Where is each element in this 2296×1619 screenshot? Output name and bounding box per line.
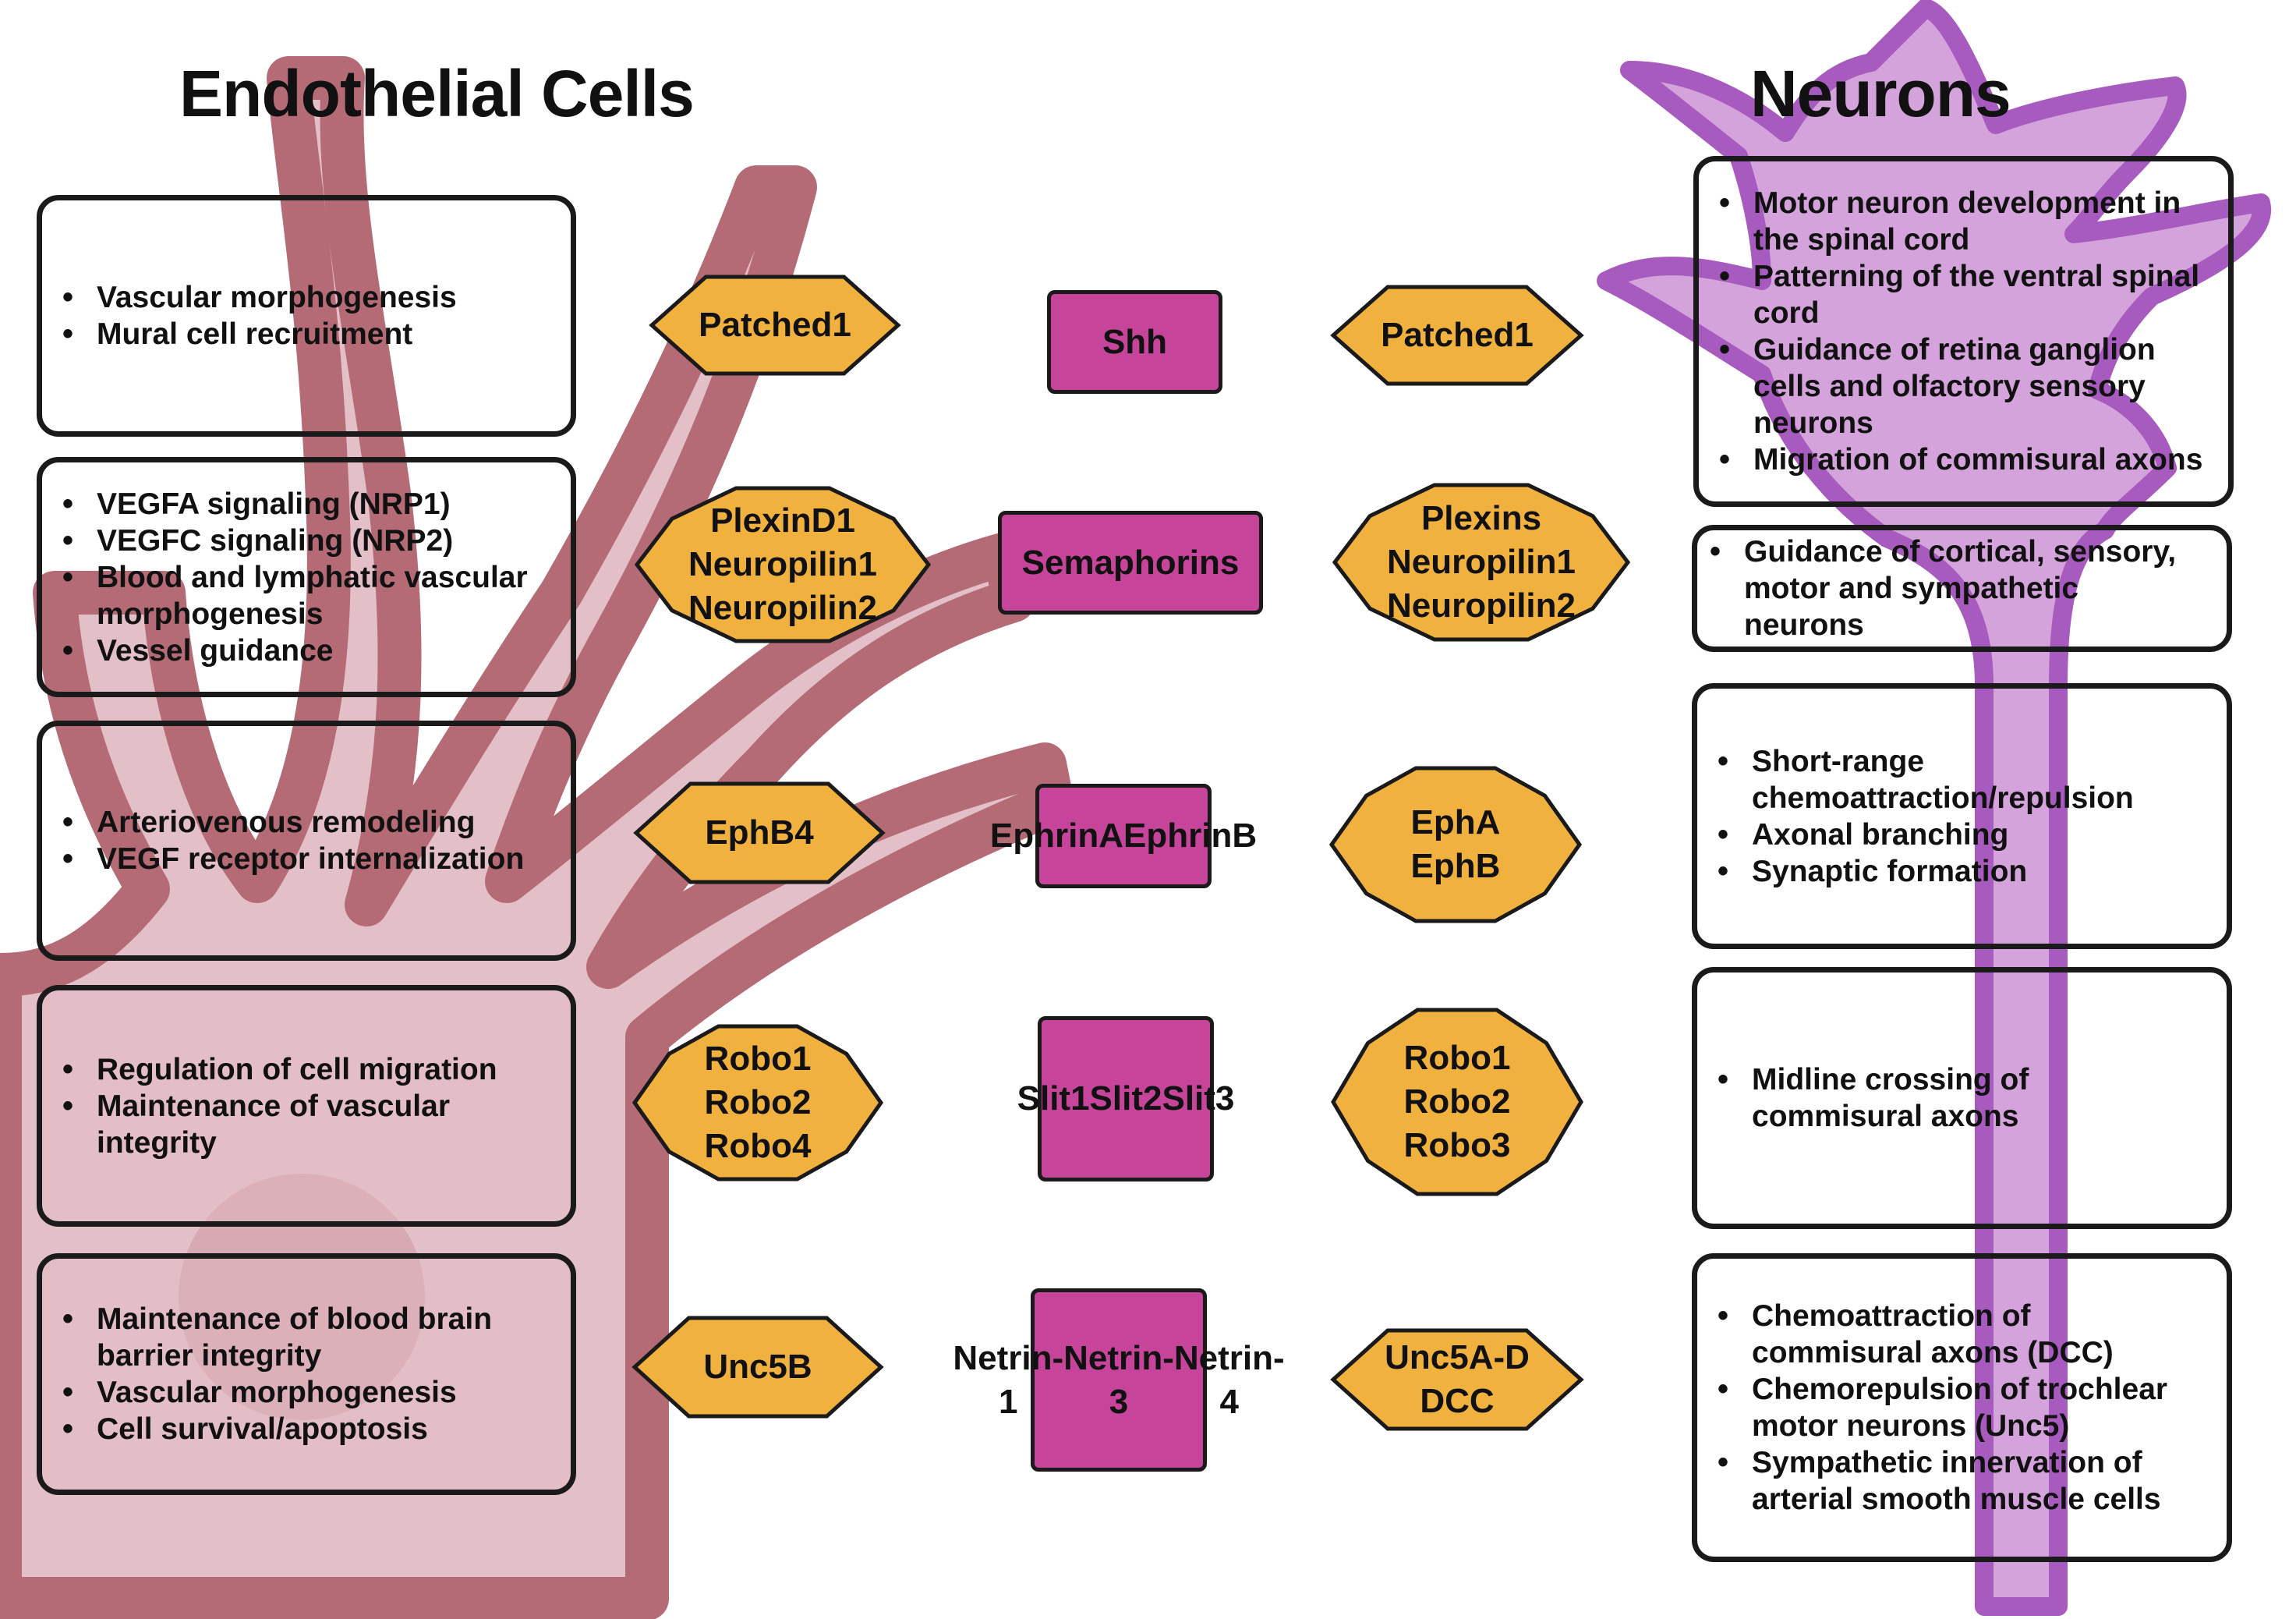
receptor-name: Plexins <box>1420 499 1542 537</box>
ligand-name: EphrinB <box>1123 817 1258 855</box>
function-item: Mural cell recruitment <box>62 316 457 352</box>
endothelial-receptor-shape: Patched1 <box>652 277 898 374</box>
endothelial-functions-box: Vascular morphogenesisMural cell recruit… <box>37 195 576 437</box>
receptor-name: Unc5A-D <box>1385 1338 1530 1376</box>
receptor-name: Robo4 <box>704 1127 812 1165</box>
ligand-name: Netrin-4 <box>1173 1338 1285 1421</box>
ligand-name: Netrin-1 <box>953 1338 1064 1421</box>
function-item: Guidance of cortical, sensory, motor and… <box>1710 533 2203 643</box>
receptor-name: DCC <box>1420 1382 1495 1420</box>
receptor-name: Neuropilin2 <box>1386 586 1576 625</box>
endothelial-receptor-label: EphB4 <box>705 811 813 855</box>
neuron-functions-box: Midline crossing of commisural axons <box>1692 967 2232 1229</box>
function-item: Vessel guidance <box>62 632 547 669</box>
receptor-name: EphA <box>1410 803 1501 841</box>
function-item: Motor neuron development in the spinal c… <box>1719 185 2205 258</box>
receptor-name: EphB <box>1410 847 1501 885</box>
receptor-name: Robo2 <box>704 1083 812 1121</box>
ligand-box: Semaphorins <box>998 511 1263 615</box>
function-item: Chemoattraction of commisural axons (DCC… <box>1718 1298 2203 1371</box>
receptor-name: Robo1 <box>704 1040 812 1078</box>
neuron-functions-box: Chemoattraction of commisural axons (DCC… <box>1692 1253 2232 1562</box>
endothelial-receptor-shape: Unc5B <box>635 1318 881 1416</box>
function-item: Maintenance of blood brain barrier integ… <box>62 1301 547 1374</box>
function-item: Midline crossing of commisural axons <box>1718 1061 2203 1135</box>
function-item: VEGFA signaling (NRP1) <box>62 486 547 523</box>
endothelial-functions-box: VEGFA signaling (NRP1)VEGFC signaling (N… <box>37 457 576 697</box>
receptor-name: Robo3 <box>1403 1126 1511 1164</box>
endothelial-functions-box: Regulation of cell migrationMaintenance … <box>37 985 576 1227</box>
neuron-receptor-shape: Patched1 <box>1333 287 1581 384</box>
function-item: Patterning of the ventral spinal cord <box>1719 258 2205 331</box>
receptor-name: Patched1 <box>1381 316 1534 354</box>
ligand-name: Slit1 <box>1017 1079 1090 1118</box>
neuron-receptor-label: EphA EphB <box>1411 801 1501 888</box>
ligand-name: Shh <box>1102 322 1168 361</box>
neuron-receptor-label: Patched1 <box>1381 314 1534 357</box>
function-item: Axonal branching <box>1718 817 2203 853</box>
receptor-name: Neuropilin2 <box>688 589 878 627</box>
ligand-name: EphrinA <box>989 817 1123 855</box>
function-item: Synaptic formation <box>1718 853 2203 890</box>
function-item: Cell survival/apoptosis <box>62 1411 547 1447</box>
endothelial-receptor-label: Patched1 <box>699 303 851 347</box>
endothelial-functions-box: Arteriovenous remodelingVEGF receptor in… <box>37 721 576 961</box>
receptor-name: EphB4 <box>705 813 814 852</box>
endothelial-functions-box: Maintenance of blood brain barrier integ… <box>37 1253 576 1495</box>
receptor-name: Neuropilin1 <box>688 545 878 583</box>
function-item: Short-range chemoattraction/repulsion <box>1718 743 2203 817</box>
ligand-name: Semaphorins <box>1021 543 1240 582</box>
ligand-name: Slit2 <box>1089 1079 1162 1118</box>
function-item: Blood and lymphatic vascular morphogenes… <box>62 559 547 632</box>
receptor-name: Patched1 <box>699 306 851 344</box>
ligand-box: Shh <box>1047 290 1222 394</box>
function-item: Migration of commisural axons <box>1719 441 2205 478</box>
ligand-name: Netrin-3 <box>1063 1338 1174 1421</box>
function-item: Maintenance of vascular integrity <box>62 1088 547 1161</box>
receptor-name: PlexinD1 <box>710 501 855 540</box>
neuron-receptor-shape: EphA EphB <box>1332 768 1580 921</box>
endothelial-receptor-label: Unc5B <box>703 1345 812 1389</box>
function-item: Vascular morphogenesis <box>62 279 457 316</box>
neuron-functions-box: Motor neuron development in the spinal c… <box>1693 156 2234 507</box>
ligand-name: Slit3 <box>1162 1079 1235 1118</box>
function-item: VEGFC signaling (NRP2) <box>62 523 547 559</box>
function-item: Arteriovenous remodeling <box>62 804 524 841</box>
function-item: Regulation of cell migration <box>62 1051 547 1088</box>
endothelial-cells-title: Endothelial Cells <box>179 57 695 130</box>
neuron-functions-box: Guidance of cortical, sensory, motor and… <box>1692 525 2232 652</box>
function-item: Guidance of retina ganglion cells and ol… <box>1719 331 2205 441</box>
neuron-functions-box: Short-range chemoattraction/repulsionAxo… <box>1692 683 2232 949</box>
receptor-name: Unc5B <box>703 1348 812 1386</box>
receptor-name: Robo1 <box>1403 1039 1511 1077</box>
receptor-name: Neuropilin1 <box>1386 543 1576 581</box>
function-item: VEGF receptor internalization <box>62 841 524 877</box>
neuron-receptor-label: Unc5A-D DCC <box>1385 1336 1530 1423</box>
neurons-title: Neurons <box>1750 57 2011 130</box>
endothelial-receptor-shape: EphB4 <box>636 784 883 882</box>
function-item: Sympathetic innervation of arterial smoo… <box>1718 1444 2203 1518</box>
receptor-name: Robo2 <box>1403 1082 1511 1121</box>
neuron-receptor-shape: Unc5A-D DCC <box>1333 1330 1581 1429</box>
function-item: Vascular morphogenesis <box>62 1374 547 1411</box>
function-item: Chemorepulsion of trochlear motor neuron… <box>1718 1371 2203 1444</box>
